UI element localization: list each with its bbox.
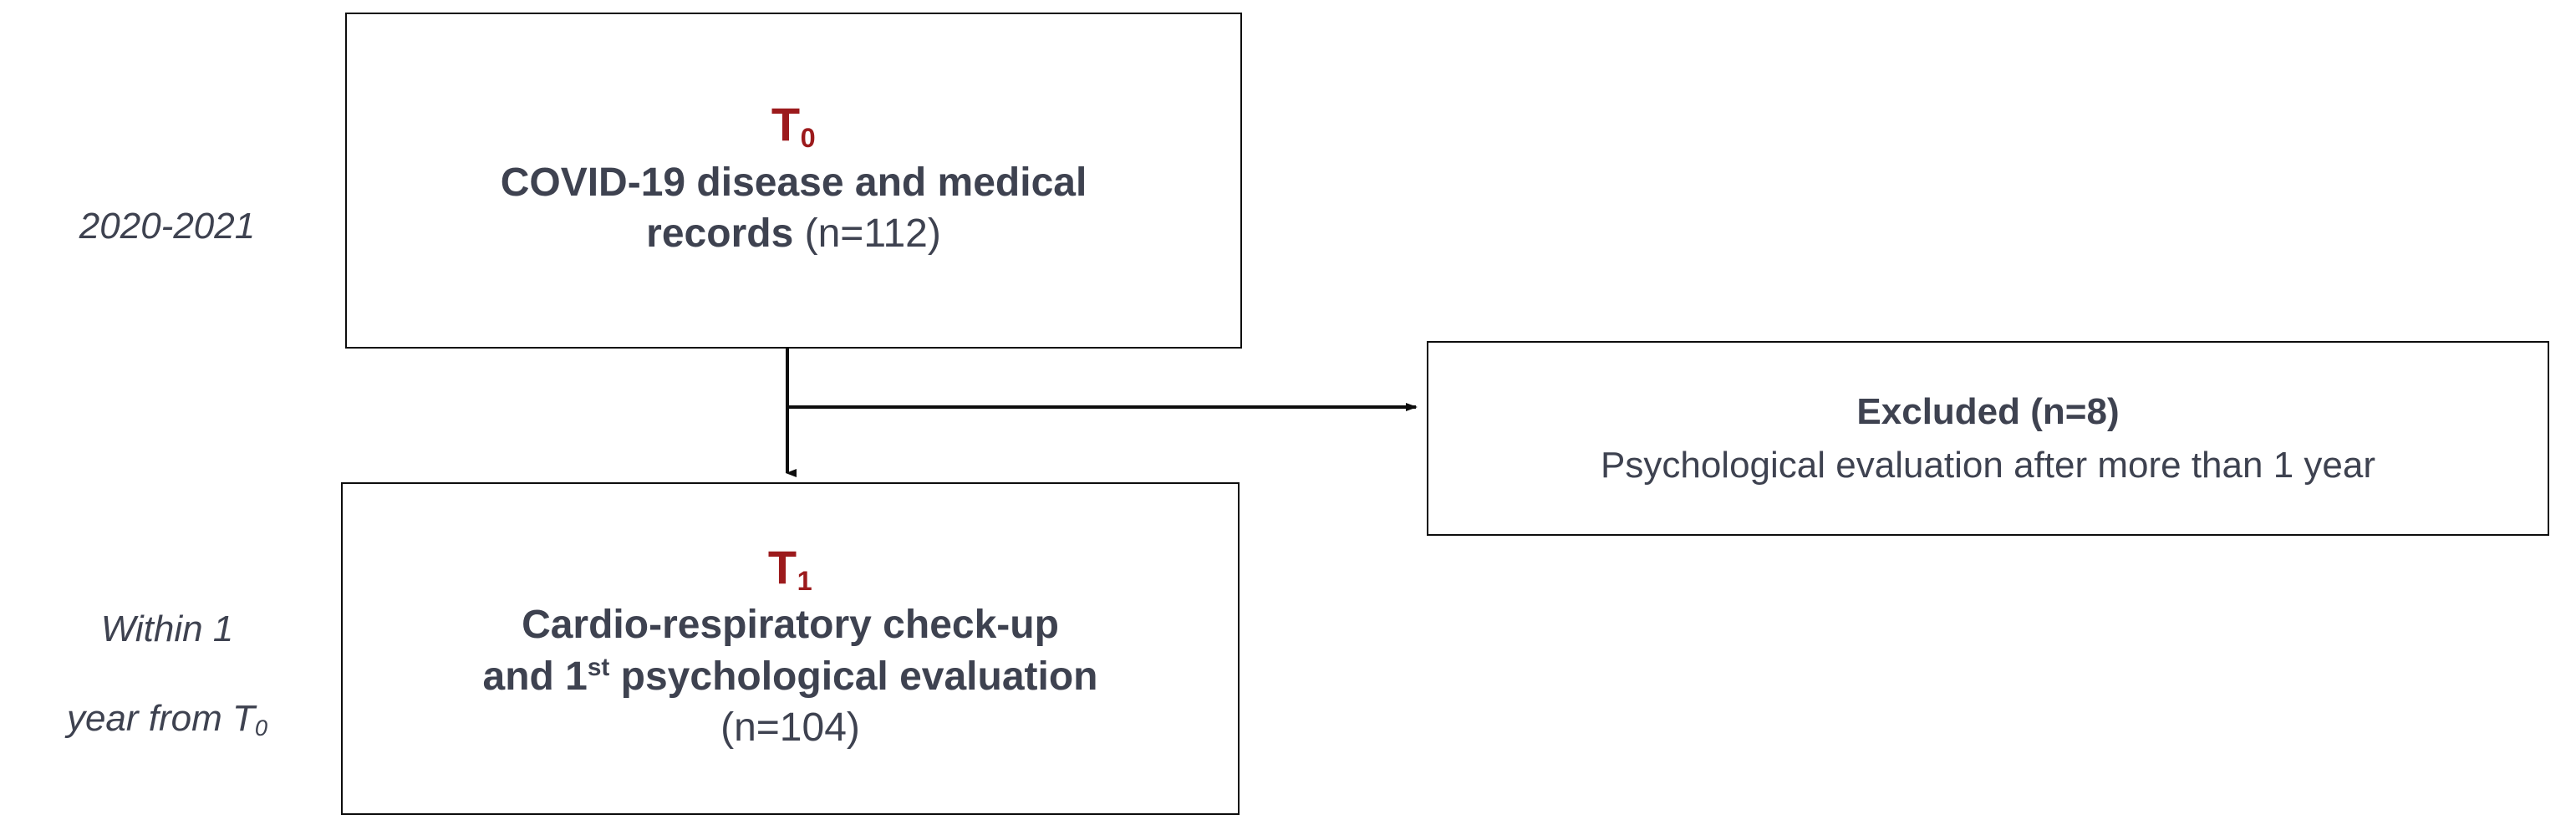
node-t1-line2: and 1st psychological evaluation bbox=[483, 651, 1098, 702]
timeline-label-2020-2021: 2020-2021 bbox=[8, 159, 326, 248]
node-t0-line1: COVID-19 disease and medical bbox=[500, 160, 1087, 205]
node-t0-timepoint-subscript: 0 bbox=[800, 123, 817, 154]
timeline-label-t1-line2: year from T0 bbox=[8, 696, 326, 741]
node-t0-timepoint-letter: T bbox=[771, 98, 801, 151]
node-t1-count: (n=104) bbox=[720, 705, 860, 751]
node-t1-timepoint-letter: T bbox=[767, 540, 797, 593]
node-t0-line2: records (n=112) bbox=[501, 208, 1087, 259]
node-t0-count: (n=112) bbox=[793, 211, 941, 257]
timeline-label-t1-line1: Within 1 bbox=[100, 608, 234, 649]
node-t1-line2-post: psychological evaluation bbox=[609, 654, 1098, 699]
timeline-label-t0-text: 2020-2021 bbox=[79, 205, 256, 247]
node-t1-timepoint: T1 bbox=[767, 540, 813, 596]
node-t0-line2-bold: records bbox=[646, 211, 794, 257]
timeline-label-t1-subscript: 0 bbox=[254, 715, 268, 741]
node-t1-line1: Cardio-respiratory check-up bbox=[522, 603, 1059, 648]
node-t1-line2-pre: and 1 bbox=[482, 654, 588, 699]
node-t1-checkup-evaluation[interactable]: T1 Cardio-respiratory check-up and 1st p… bbox=[341, 482, 1240, 815]
node-excluded[interactable]: Excluded (n=8) Psychological evaluation … bbox=[1427, 341, 2549, 536]
node-t0-timepoint: T0 bbox=[771, 101, 816, 152]
timeline-label-within-one-year: Within 1 year from T0 bbox=[8, 562, 326, 787]
node-t1-line2-ordinal-suffix: st bbox=[587, 653, 610, 681]
node-t1-timepoint-subscript: 1 bbox=[797, 565, 813, 596]
node-t0-body: COVID-19 disease and medical records (n=… bbox=[482, 157, 1106, 260]
node-excluded-reason: Psychological evaluation after more than… bbox=[1601, 444, 2375, 486]
timeline-label-t1-line2-text: year from T bbox=[66, 698, 255, 740]
node-t1-body: Cardio-respiratory check-up and 1st psyc… bbox=[465, 599, 1117, 753]
node-t0-covid-records[interactable]: T0 COVID-19 disease and medical records … bbox=[345, 13, 1242, 349]
node-excluded-title: Excluded (n=8) bbox=[1856, 391, 2120, 433]
